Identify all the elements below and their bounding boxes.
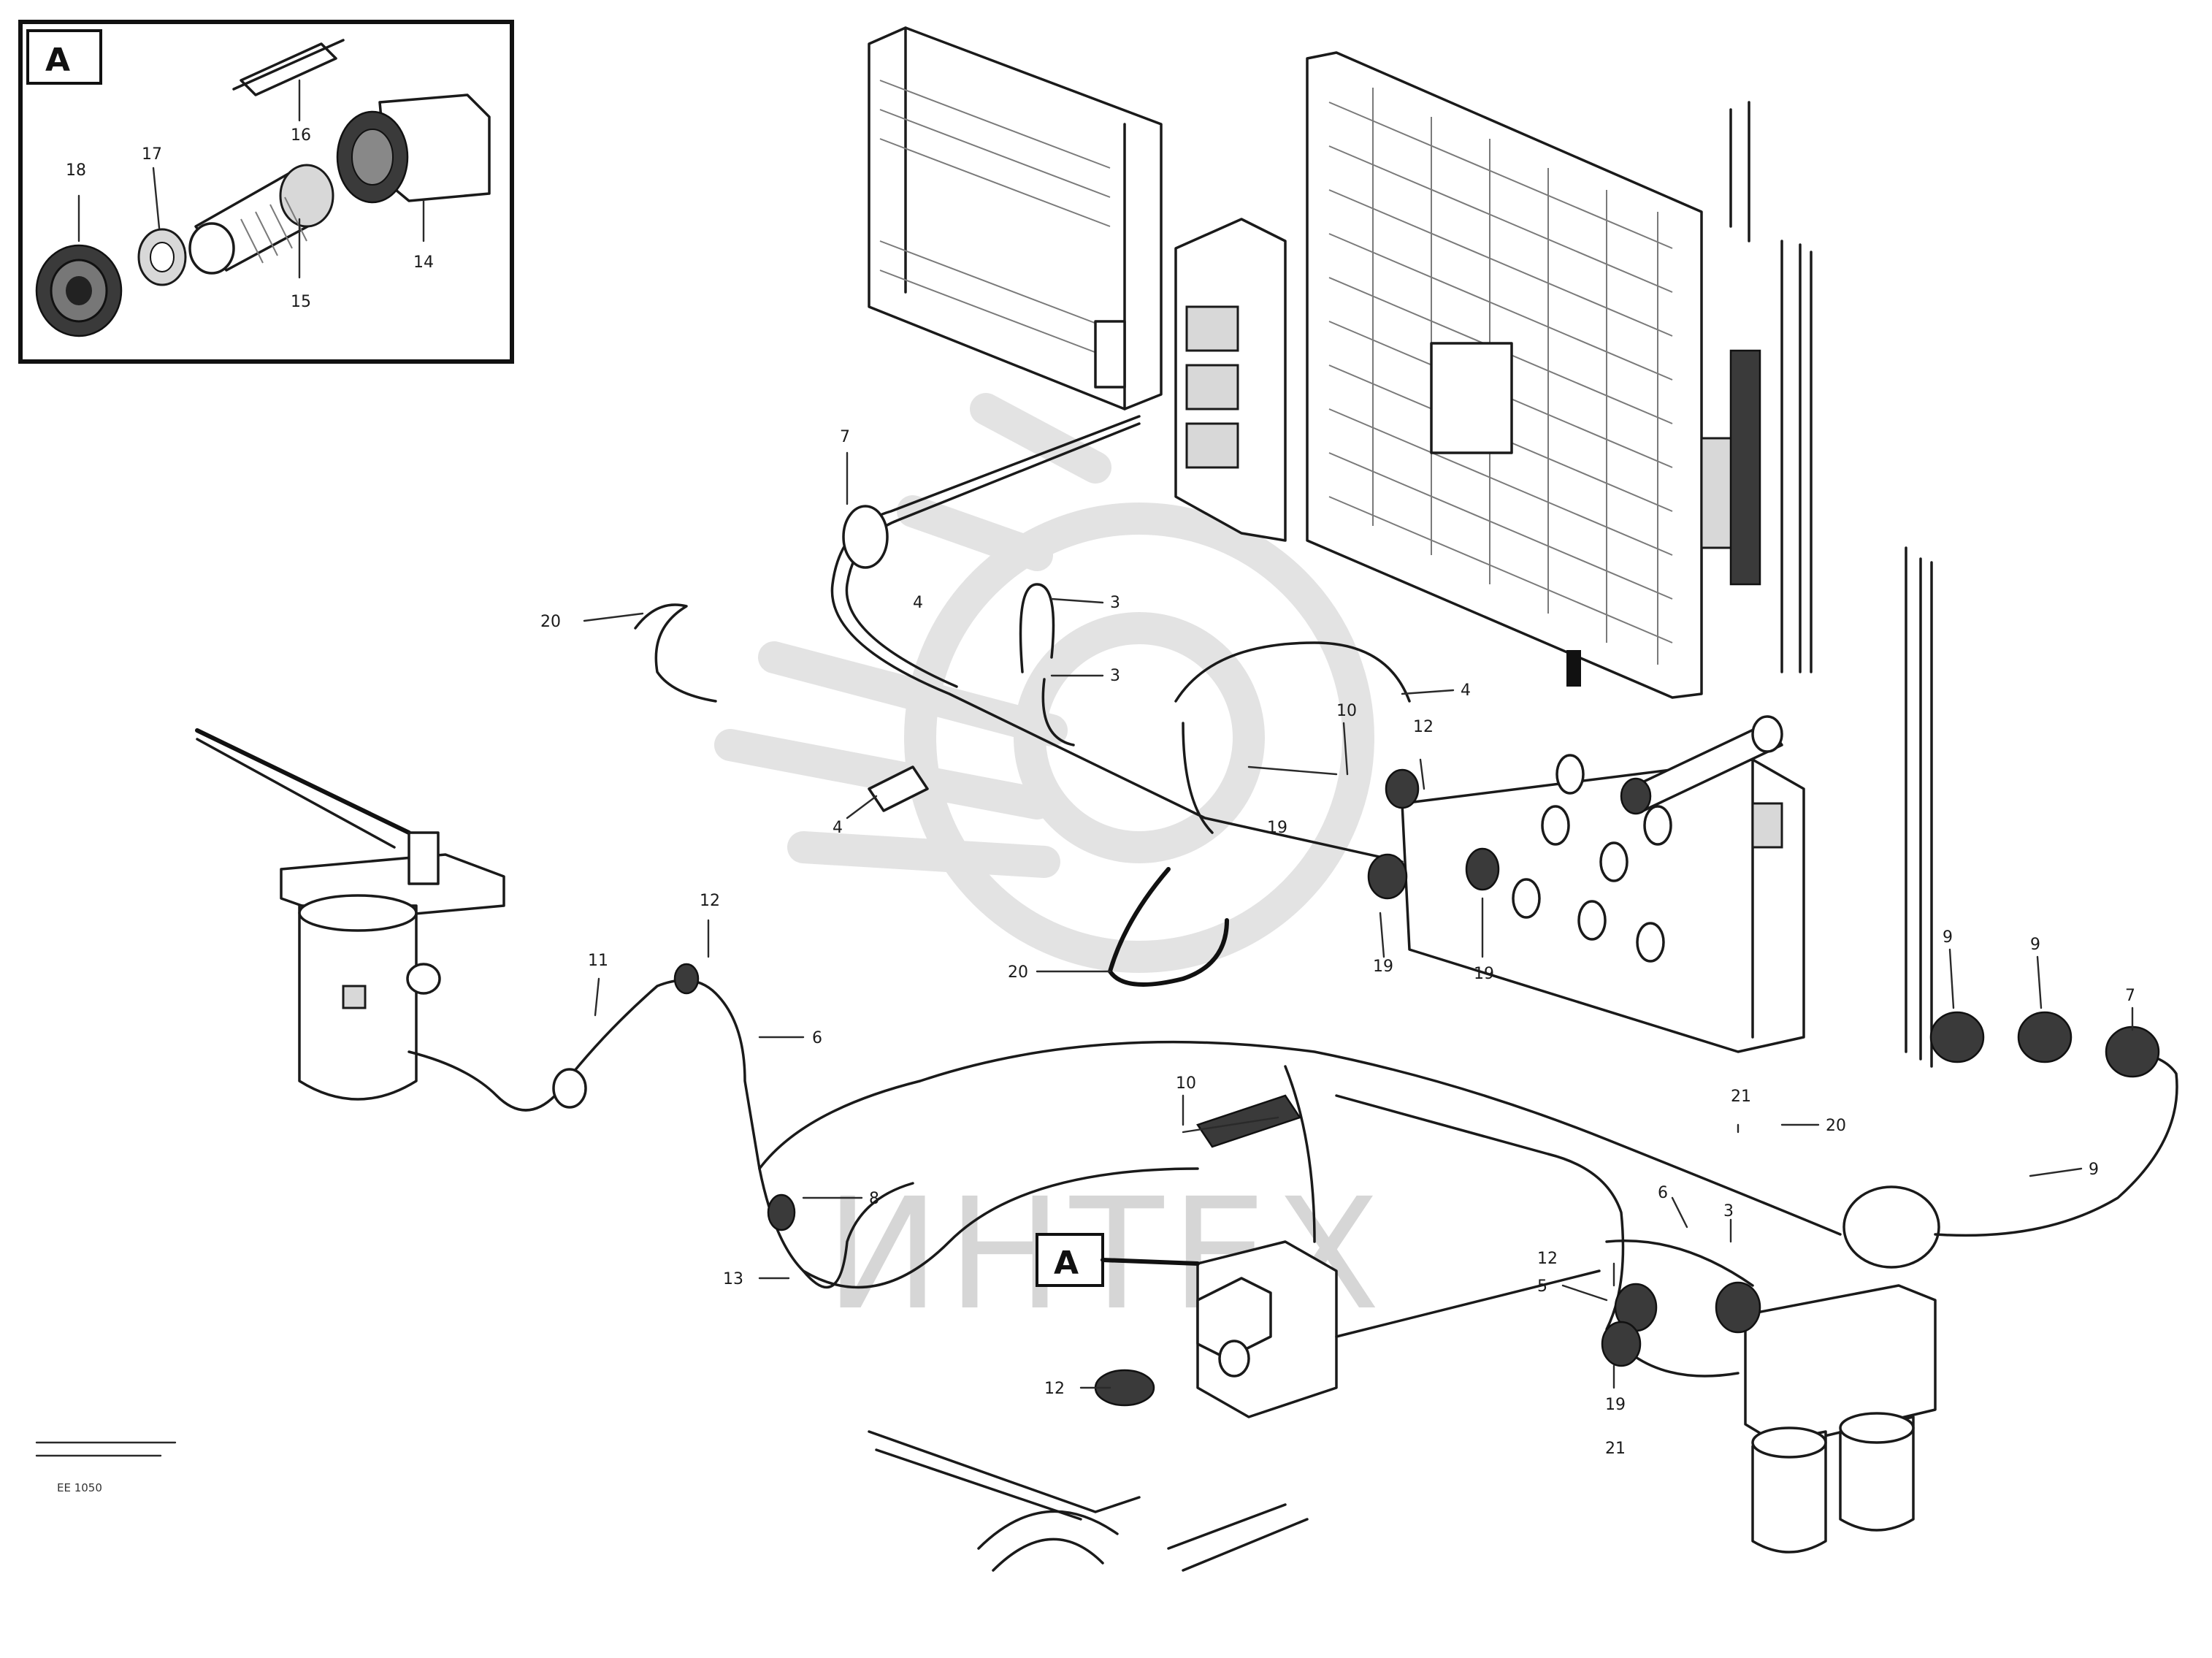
callout-label: 19 <box>1474 965 1494 983</box>
detail-marker-box <box>1036 1233 1104 1287</box>
fuse-box <box>1196 1240 1338 1418</box>
grommet-part <box>35 244 123 337</box>
callout-label: 13 <box>723 1270 743 1288</box>
callout-label: 12 <box>1044 1380 1065 1398</box>
callout-label: 9 <box>1943 928 1953 947</box>
housing-part <box>336 93 491 204</box>
mounting-rods <box>1729 101 1933 1068</box>
callout-label: 12 <box>700 892 720 910</box>
leader-lines <box>583 451 2134 1389</box>
callout-label: 19 <box>1373 958 1393 976</box>
callout-label: 4 <box>833 819 843 837</box>
connector-body-part <box>188 164 334 275</box>
callout-label: 14 <box>413 253 434 272</box>
callout-label: 9 <box>2030 936 2040 954</box>
cover-cap-part <box>232 39 345 96</box>
callout-label: 6 <box>812 1029 822 1047</box>
callout-label: 19 <box>1605 1396 1626 1414</box>
relay-unit <box>195 728 505 1101</box>
control-unit <box>868 26 1163 410</box>
callout-label: 12 <box>1537 1250 1558 1268</box>
callout-label: 15 <box>291 293 311 311</box>
wiring-harness: A <box>407 415 2178 1407</box>
callout-numbers: 18 17 16 15 14 7 20 3 3 4 4 4 10 12 19 1… <box>66 126 2135 1458</box>
callout-label: 10 <box>1336 702 1357 720</box>
callout-label: 21 <box>1731 1088 1751 1106</box>
callout-label: 20 <box>540 613 561 631</box>
callout-label: 7 <box>840 428 850 446</box>
watermark-logo: ИНТЕХ <box>714 393 1380 1344</box>
callout-label: 8 <box>869 1190 879 1208</box>
callout-label: 18 <box>66 161 86 180</box>
callout-label: 3 <box>1723 1202 1734 1220</box>
callout-label: 19 <box>1267 819 1287 837</box>
callout-label: 4 <box>1461 681 1471 700</box>
detail-marker-label: A <box>1054 1245 1079 1282</box>
callout-label: 10 <box>1176 1074 1196 1093</box>
footnote: EE 1050 <box>35 1441 177 1494</box>
detail-label-box <box>26 29 102 85</box>
relay-bracket <box>1174 218 1287 542</box>
frame-structure <box>868 1430 1309 1572</box>
accumulator-tank <box>1744 1185 1940 1554</box>
footnote-ref: EE 1050 <box>57 1481 102 1494</box>
callout-label: 11 <box>588 952 608 970</box>
callout-label: 20 <box>1008 963 1028 982</box>
callout-label: 16 <box>291 126 311 145</box>
callout-label: 5 <box>1537 1277 1547 1296</box>
callout-label: 3 <box>1110 667 1120 685</box>
detail-label: A <box>45 42 70 79</box>
callout-label: 6 <box>1658 1184 1668 1202</box>
callout-label: 20 <box>1826 1117 1846 1135</box>
callout-label: 17 <box>142 145 162 164</box>
detail-frame: A <box>18 20 514 364</box>
callout-label: 4 <box>913 594 923 612</box>
callout-label: 7 <box>2125 987 2135 1005</box>
circuit-board <box>1306 51 1761 699</box>
callout-label: 9 <box>2089 1161 2099 1179</box>
callout-label: 12 <box>1413 718 1434 736</box>
callout-label: 3 <box>1110 594 1120 612</box>
terminal-panel <box>1401 715 1805 1053</box>
callout-label: 21 <box>1605 1440 1626 1458</box>
seal-ring-part <box>137 228 187 286</box>
